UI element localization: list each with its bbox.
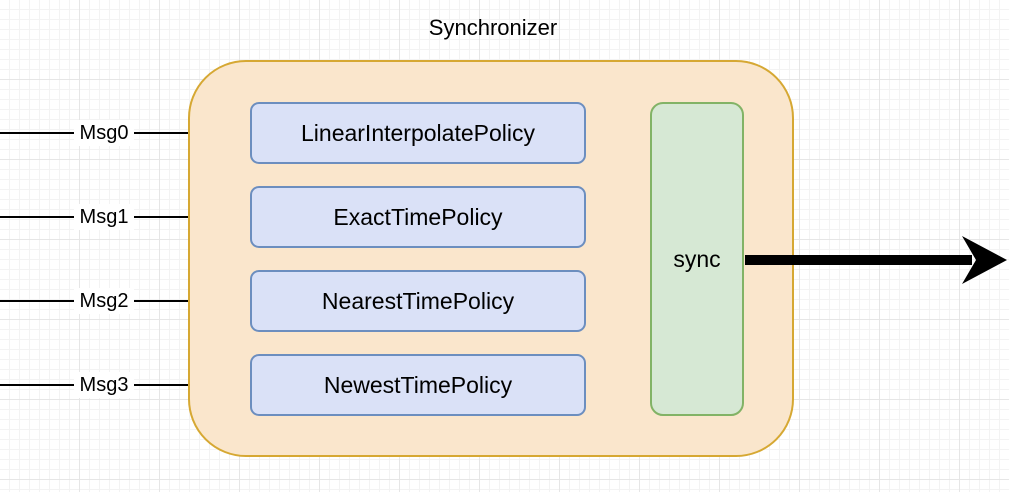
edge-label-msg2: Msg2 xyxy=(74,288,134,314)
policy-label: LinearInterpolatePolicy xyxy=(301,119,535,146)
edge-label-msg1: Msg1 xyxy=(74,204,134,230)
policy-node-newest-time[interactable]: NewestTimePolicy xyxy=(250,354,586,416)
policy-node-linear-interpolate[interactable]: LinearInterpolatePolicy xyxy=(250,102,586,164)
policy-label: NearestTimePolicy xyxy=(321,287,515,314)
sync-label: sync xyxy=(673,245,721,272)
edge-label-msg0: Msg0 xyxy=(74,120,134,146)
policy-node-nearest-time[interactable]: NearestTimePolicy xyxy=(250,270,586,332)
sync-node[interactable]: sync xyxy=(650,102,744,416)
policy-label: ExactTimePolicy xyxy=(333,203,503,230)
edge-label-msg3: Msg3 xyxy=(74,372,134,398)
policy-label: NewestTimePolicy xyxy=(323,371,513,398)
policy-node-exact-time[interactable]: ExactTimePolicy xyxy=(250,186,586,248)
diagram-title: Synchronizer xyxy=(428,15,558,40)
output-arrowhead xyxy=(962,236,1007,284)
